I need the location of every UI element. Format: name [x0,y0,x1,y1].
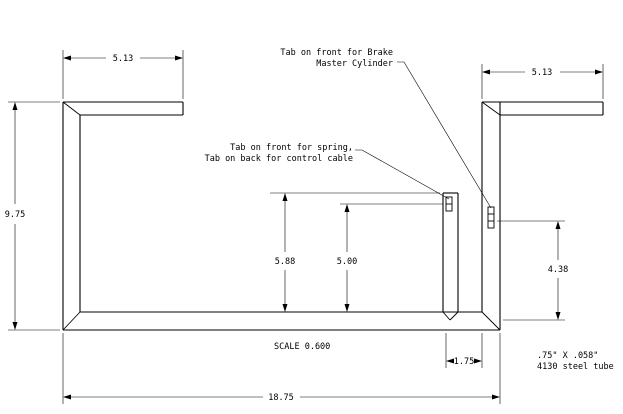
dimension-label: 1.75 [454,357,474,367]
dimension-label: 9.75 [5,210,25,220]
brake-tab-note: Tab on front for Brake Master Cylinder [280,48,492,209]
dimension-label: 5.00 [337,257,357,267]
dimension-inner-height: 5.88 [270,192,440,312]
scale-label: SCALE 0.600 [274,342,330,352]
dimension-right-tab-height: 4.38 [497,220,568,321]
dimension-label: 18.75 [268,393,294,403]
dimension-label: 5.88 [275,257,295,267]
note-text: .75" X .058" [537,351,598,361]
note-text: Master Cylinder [316,59,393,69]
dimension-bottom-offset: 1.75 [445,333,483,368]
note-text: Tab on front for spring, [230,143,353,153]
dimension-tab-height: 5.00 [337,203,443,312]
brake-tab [487,206,495,229]
dimension-top-left-width: 5.13 [62,50,184,99]
spring-tab [445,196,453,212]
note-text: 4130 steel tube [537,362,614,372]
note-text: Tab on front for Brake [280,48,393,58]
dimension-overall-width: 18.75 [62,333,501,404]
dimension-label: 4.38 [548,265,568,275]
frame-part [62,101,604,331]
spring-tab-note: Tab on front for spring, Tab on back for… [205,143,450,200]
dimension-overall-height: 9.75 [5,101,60,331]
note-text: Tab on back for control cable [205,154,353,164]
dimension-label: 5.13 [113,54,133,64]
material-note: .75" X .058" 4130 steel tube [537,351,614,372]
dimension-label: 5.13 [532,68,552,78]
dimension-top-right-width: 5.13 [481,64,604,99]
